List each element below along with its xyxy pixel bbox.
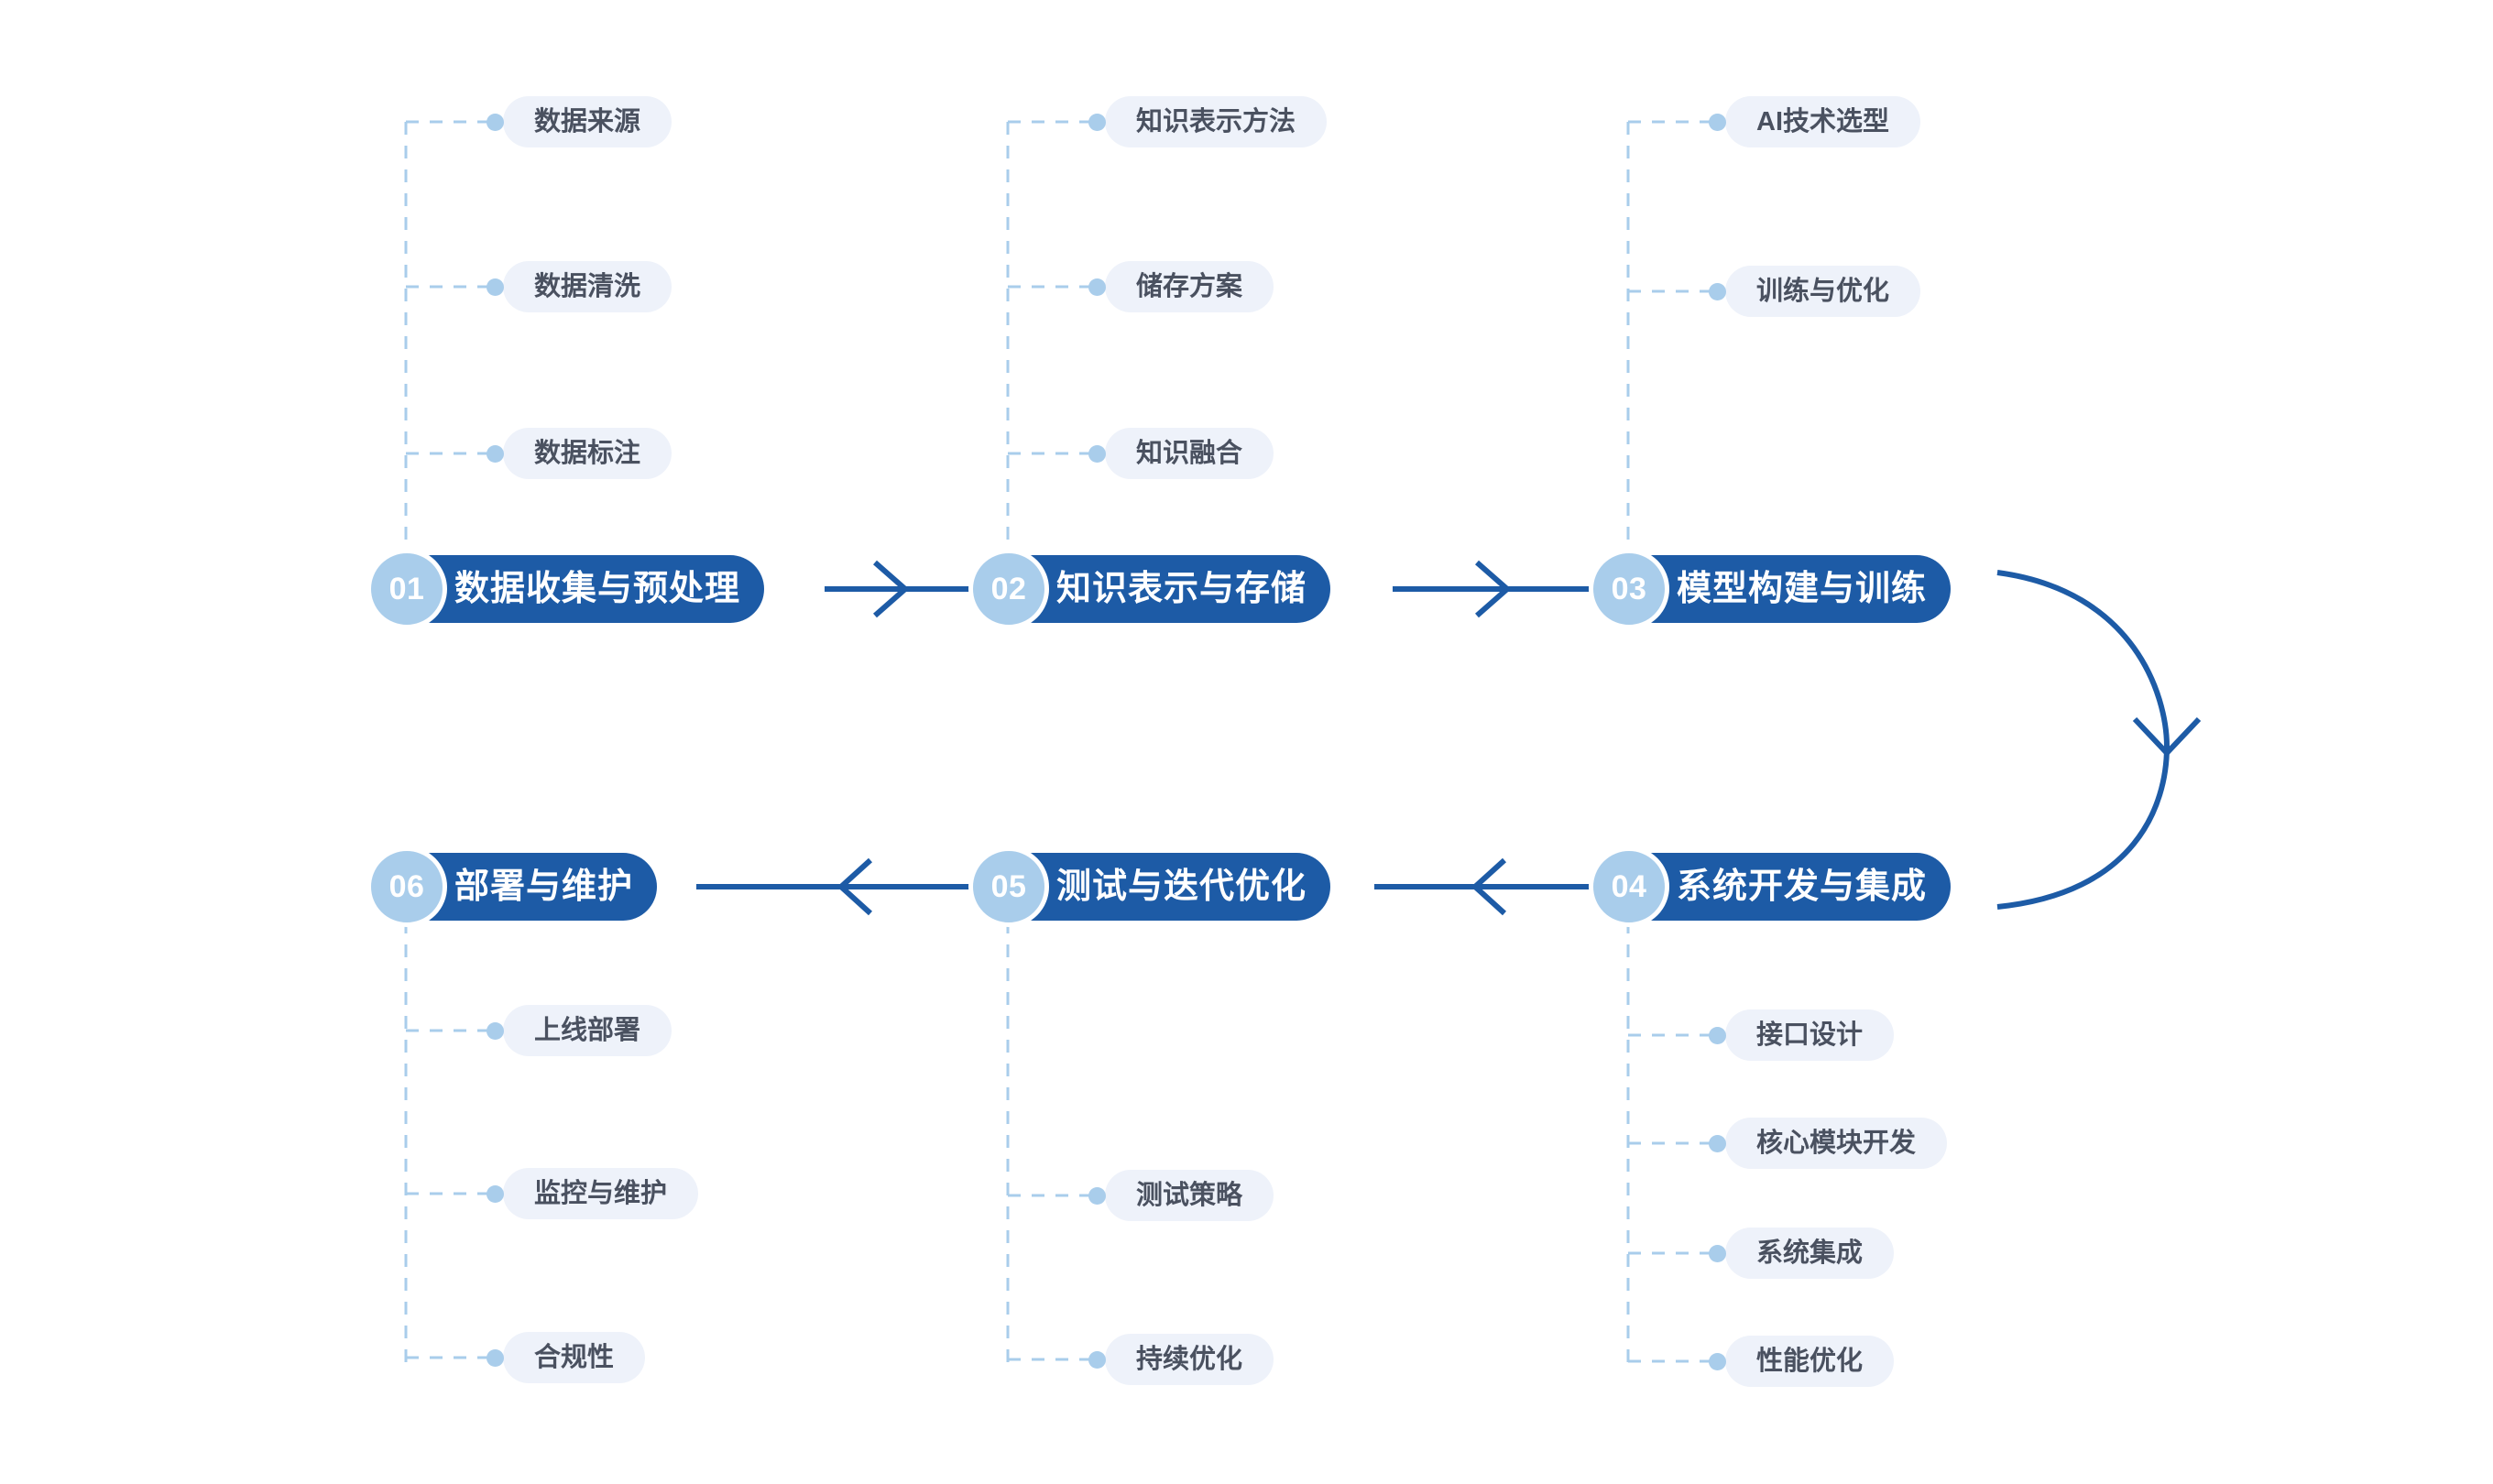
stage-number-badge-06: 06 — [366, 846, 447, 927]
arrow-04-to-05 — [1374, 857, 1613, 916]
stage-bar-02[interactable]: 知识表示与存储 — [1000, 555, 1331, 623]
stage-bar-01[interactable]: 数据收集与预处理 — [398, 555, 765, 623]
branch-lines-stage-05 — [1006, 921, 1097, 1365]
stage-number-04: 04 — [1611, 869, 1647, 904]
sub-node-06-3[interactable]: 合规性 — [503, 1332, 646, 1383]
sub-node-04-3[interactable]: 系统集成 — [1725, 1228, 1895, 1279]
stage-number-badge-02: 02 — [968, 549, 1049, 629]
sub-node-dot-04-3 — [1709, 1245, 1726, 1262]
stage-number-01: 01 — [388, 572, 425, 606]
sub-node-label: 数据清洗 — [534, 271, 641, 301]
sub-node-label: AI技术选型 — [1756, 106, 1890, 136]
sub-node-04-2[interactable]: 核心模块开发 — [1725, 1118, 1948, 1169]
sub-node-04-4[interactable]: 性能优化 — [1725, 1336, 1895, 1387]
sub-node-dot-05-2 — [1088, 1351, 1106, 1369]
sub-node-04-1[interactable]: 接口设计 — [1725, 1009, 1895, 1061]
stage-label-01: 数据收集与预处理 — [454, 570, 741, 608]
sub-node-dot-03-2 — [1709, 283, 1726, 300]
sub-node-dot-01-2 — [487, 278, 504, 296]
sub-node-03-2[interactable]: 训练与优化 — [1725, 266, 1921, 317]
sub-node-label: 训练与优化 — [1756, 276, 1890, 306]
stage-label-02: 知识表示与存储 — [1056, 570, 1307, 608]
arrow-02-to-03 — [1393, 560, 1613, 618]
branch-lines-stage-01 — [404, 120, 495, 568]
stage-bar-03[interactable]: 模型构建与训练 — [1620, 555, 1952, 623]
arrow-05-to-06 — [696, 857, 999, 916]
sub-node-dot-02-1 — [1088, 114, 1106, 131]
sub-node-02-1[interactable]: 知识表示方法 — [1105, 96, 1328, 147]
sub-node-dot-04-4 — [1709, 1353, 1726, 1370]
sub-node-05-2[interactable]: 持续优化 — [1105, 1334, 1274, 1385]
stage-number-03: 03 — [1611, 572, 1647, 606]
sub-node-dot-03-1 — [1709, 114, 1726, 131]
sub-node-dot-06-2 — [487, 1185, 504, 1203]
sub-node-label: 合规性 — [534, 1342, 615, 1372]
sub-node-label: 系统集成 — [1756, 1238, 1864, 1268]
sub-node-label: 性能优化 — [1756, 1346, 1864, 1376]
stage-number-badge-01: 01 — [366, 549, 447, 629]
sub-node-label: 知识融合 — [1136, 438, 1243, 468]
sub-node-06-2[interactable]: 监控与维护 — [503, 1168, 699, 1219]
stage-bar-04[interactable]: 系统开发与集成 — [1620, 853, 1952, 921]
sub-node-01-3[interactable]: 数据标注 — [503, 428, 672, 479]
sub-node-dot-01-1 — [487, 114, 504, 131]
stage-label-06: 部署与维护 — [454, 867, 634, 906]
stage-number-02: 02 — [990, 572, 1027, 606]
sub-node-06-1[interactable]: 上线部署 — [503, 1005, 672, 1056]
sub-node-05-1[interactable]: 测试策略 — [1105, 1170, 1274, 1221]
stage-number-06: 06 — [388, 869, 425, 904]
sub-node-02-3[interactable]: 知识融合 — [1105, 428, 1274, 479]
sub-node-dot-02-2 — [1088, 278, 1106, 296]
sub-node-dot-06-3 — [487, 1349, 504, 1367]
sub-node-dot-05-1 — [1088, 1187, 1106, 1205]
sub-node-dot-04-2 — [1709, 1135, 1726, 1152]
sub-node-02-2[interactable]: 储存方案 — [1105, 261, 1274, 312]
sub-node-label: 数据来源 — [534, 106, 641, 136]
branch-lines-stage-04 — [1626, 921, 1717, 1365]
branch-lines-stage-03 — [1626, 120, 1717, 568]
stage-number-badge-04: 04 — [1589, 846, 1669, 927]
branch-lines-stage-06 — [404, 921, 495, 1365]
sub-node-label: 监控与维护 — [534, 1178, 668, 1208]
stage-label-05: 测试与迭代优化 — [1056, 867, 1307, 906]
sub-node-label: 接口设计 — [1756, 1020, 1864, 1050]
stage-label-04: 系统开发与集成 — [1677, 867, 1928, 906]
sub-node-dot-01-3 — [487, 445, 504, 463]
sub-node-01-1[interactable]: 数据来源 — [503, 96, 672, 147]
sub-node-label: 核心模块开发 — [1756, 1128, 1917, 1158]
arrow-03-to-04-curve — [1996, 570, 2202, 910]
sub-node-label: 测试策略 — [1136, 1180, 1243, 1210]
sub-node-dot-02-3 — [1088, 445, 1106, 463]
sub-node-01-2[interactable]: 数据清洗 — [503, 261, 672, 312]
stage-label-03: 模型构建与训练 — [1677, 570, 1928, 608]
sub-node-label: 知识表示方法 — [1136, 106, 1296, 136]
sub-node-03-1[interactable]: AI技术选型 — [1725, 96, 1921, 147]
sub-node-label: 持续优化 — [1136, 1344, 1243, 1374]
stage-number-badge-05: 05 — [968, 846, 1049, 927]
sub-node-label: 储存方案 — [1136, 271, 1243, 301]
stage-number-05: 05 — [990, 869, 1027, 904]
sub-node-dot-06-1 — [487, 1022, 504, 1040]
sub-node-label: 数据标注 — [534, 438, 641, 468]
stage-bar-05[interactable]: 测试与迭代优化 — [1000, 853, 1331, 921]
branch-lines-stage-02 — [1006, 120, 1097, 568]
stage-number-badge-03: 03 — [1589, 549, 1669, 629]
sub-node-label: 上线部署 — [534, 1015, 641, 1045]
sub-node-dot-04-1 — [1709, 1027, 1726, 1044]
